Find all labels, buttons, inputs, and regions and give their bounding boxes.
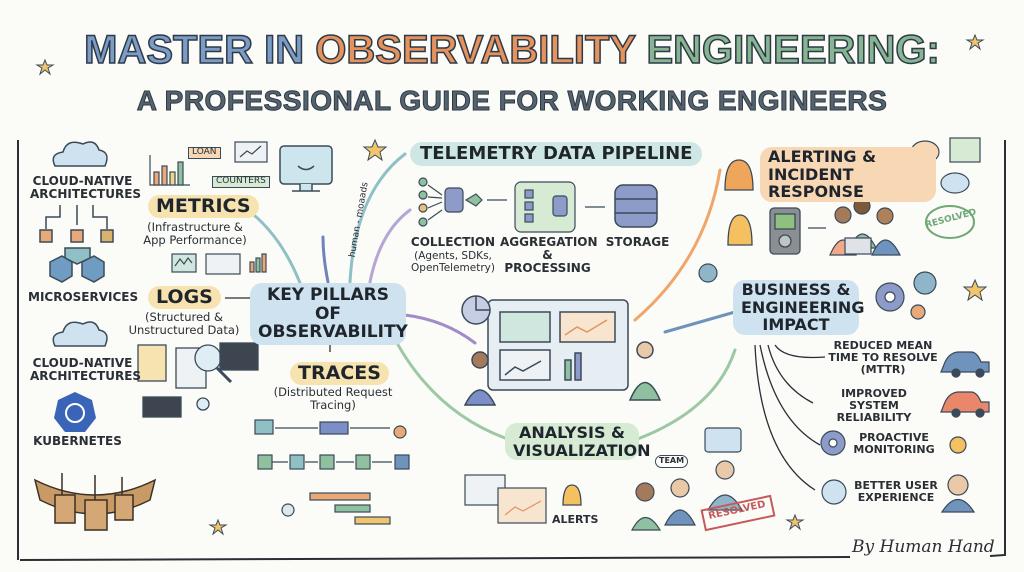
title-part-engineering: ENGINEERING: [635,27,941,73]
logs-label: LOGS [148,286,221,309]
monitor-smiley-icon [279,145,333,192]
kubernetes-icon [54,392,96,432]
impact-item-proactive: PROACTIVE MONITORING [853,431,935,457]
pipeline-title: TELEMETRY DATA PIPELINE [410,142,703,166]
title-part-observability: OBSERVABILITY [315,27,637,73]
alerts-label: ALERTS [552,513,599,526]
title-part-master: MASTER IN [83,27,316,73]
stage-storage: STORAGE [605,235,670,249]
label-microservices: MICROSERVICES [28,290,139,304]
chat-and-chart-icons [464,137,981,524]
frame-bottom-line [19,556,851,561]
flow-arrows [243,152,737,442]
tag-counters: COUNTERS [212,176,270,188]
alerting-title: ALERTING & INCIDENT RESPONSE [760,147,936,202]
cloud-icon [52,141,108,347]
gear-icons [698,263,937,505]
collection-icon [418,177,507,227]
metrics-label: METRICS [148,195,259,218]
traces-label: TRACES [290,362,389,385]
bell-icon [562,159,754,506]
impact-title: BUSINESS & ENGINEERING IMPACT [733,280,864,335]
microservices-icon [39,205,114,283]
label-cloud-native-2: CLOUD-NATIVE ARCHITECTURES [30,356,142,384]
traces-description: (Distributed Request Tracing) [273,385,393,412]
analysis-title: ANALYSIS & VISUALIZATION [505,423,651,461]
smiley-and-user-icons [631,436,976,531]
stage-collection: COLLECTION [410,235,496,249]
toolbelt-icon [33,473,157,531]
metrics-description: (Infrastructure & App Performance) [143,220,247,247]
aggregation-icon [514,181,605,233]
thin-arrows [225,297,826,491]
storage-database-icon [614,184,658,228]
stage-collection-description: (Agents, SDKs, OpenTelemetry) [411,250,495,274]
logs-description: (Structured & Unstructured Data) [128,310,240,337]
page-title: MASTER IN OBSERVABILITY ENGINEERING: [12,27,1012,73]
pager-icon [769,207,826,255]
team-bubble: TEAM [655,455,689,468]
log-documents-icon [137,342,259,418]
impact-item-user-experience: BETTER USER EXPERIENCE [854,479,938,505]
page-subtitle: A PROFESSIONAL GUIDE FOR WORKING ENGINEE… [136,85,888,117]
frame-right-line [989,140,1006,557]
stage-aggregation: AGGREGATION & PROCESSING [500,235,598,276]
resolved-stamp-icon [700,205,975,532]
star-icons [35,33,988,536]
small-chart-icons [171,141,268,275]
tag-loan: LOAN [188,147,221,159]
dashboard-screen-icon [461,295,662,406]
bar-chart-icon [149,155,190,186]
impact-item-mttr: REDUCED MEAN TIME TO RESOLVE (MTTR) [828,339,938,377]
trace-graph-icon [254,419,410,525]
label-kubernetes: KUBERNETES [33,434,122,448]
impact-item-reliability: IMPROVED SYSTEM RELIABILITY [836,387,912,425]
label-cloud-native-1: CLOUD-NATIVE ARCHITECTURES [30,174,142,202]
signature: By Human Hand [852,537,995,557]
key-pillars-box: KEY PILLARS OF OBSERVABILITY [250,283,408,346]
car-icons [940,351,990,418]
team-people-icon [829,197,901,256]
